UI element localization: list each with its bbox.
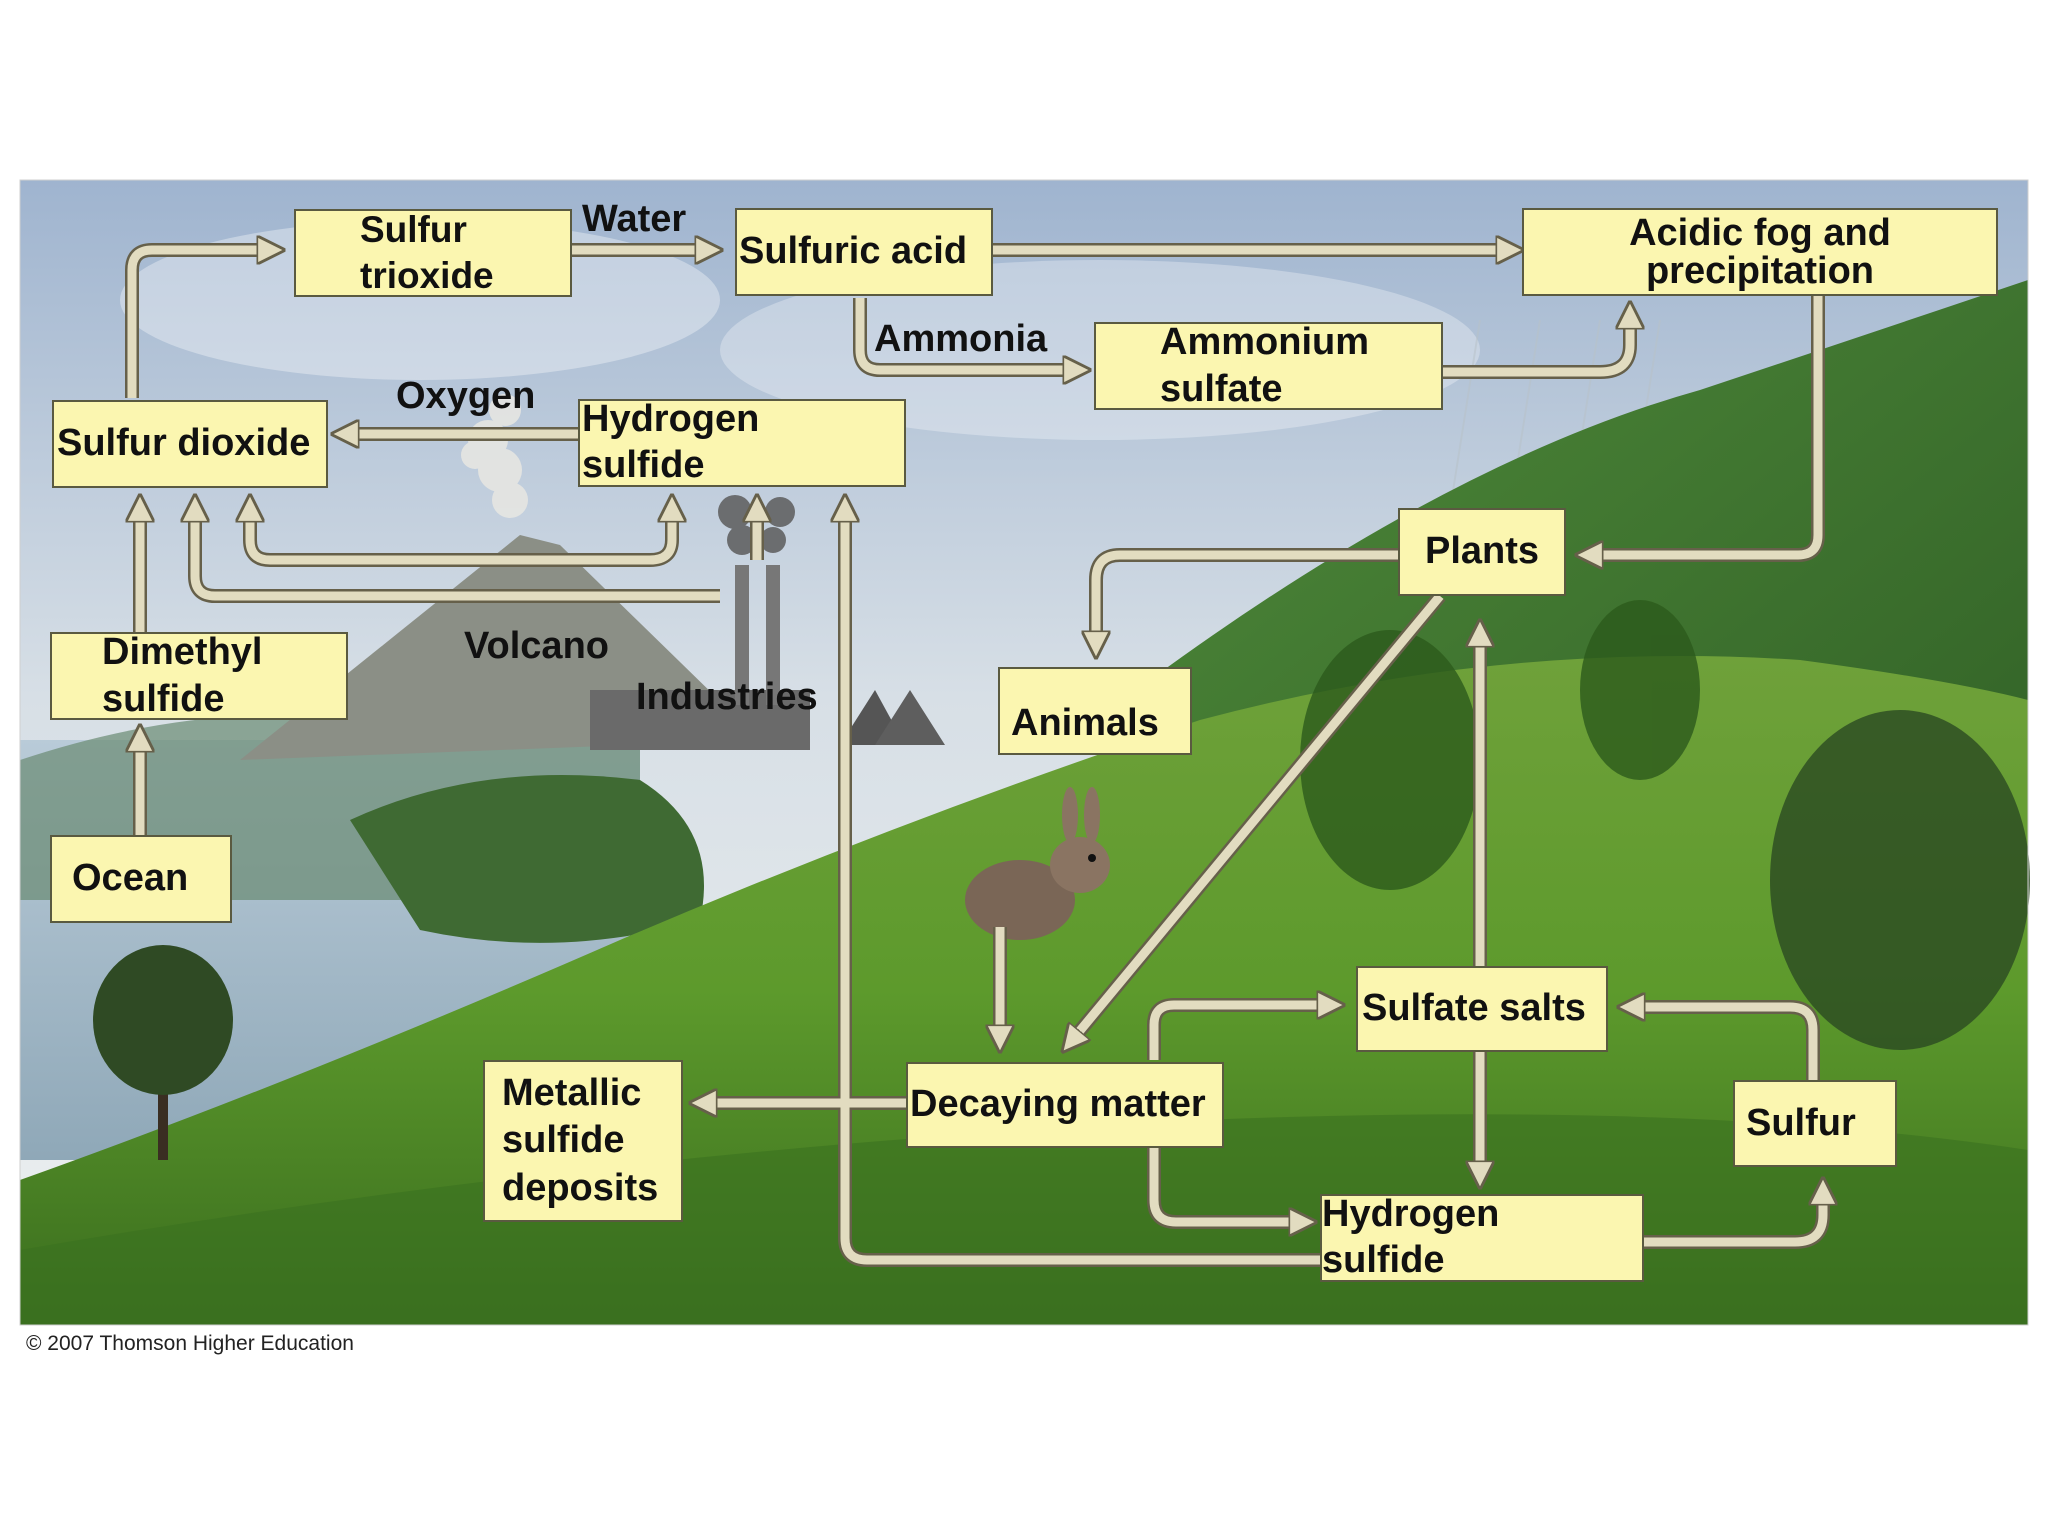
box-sulfate-salts: Sulfate salts — [1356, 966, 1608, 1052]
box-sulfuric-acid: Sulfuric acid — [735, 208, 993, 296]
box-sulfur: Sulfur — [1733, 1080, 1897, 1167]
box-ammonium-sulfate: Ammonium sulfate — [1094, 321, 1443, 410]
label-industries: Industries — [636, 676, 818, 718]
box-metallic-sulfide-deposits: Metallic sulfide deposits — [483, 1060, 683, 1222]
label-water: Water — [582, 198, 687, 240]
box-hydrogen-sulfide-bottom: Hydrogen sulfide — [1320, 1193, 1644, 1282]
box-sulfur-dioxide: Sulfur dioxide — [52, 400, 328, 488]
tree-left — [93, 945, 233, 1160]
box-animals: Animals — [998, 667, 1192, 755]
box-hydrogen-sulfide-top: Hydrogen sulfide — [578, 398, 906, 487]
box-sulfur-trioxide: Sulfur trioxide — [294, 209, 572, 297]
copyright-credit: © 2007 Thomson Higher Education — [26, 1332, 354, 1355]
label-ammonia: Ammonia — [874, 318, 1048, 360]
box-acidic-fog-precipitation: Acidic fog and precipitation — [1522, 208, 1998, 296]
cycle-arrows — [125, 250, 1823, 1267]
rabbit — [965, 787, 1110, 940]
box-decaying-matter: Decaying matter — [906, 1062, 1224, 1148]
box-ocean: Ocean — [50, 835, 232, 923]
shrubs-right — [1300, 600, 2030, 1050]
label-oxygen: Oxygen — [396, 375, 536, 417]
box-plants: Plants — [1398, 508, 1566, 596]
box-dimethyl-sulfide: Dimethyl sulfide — [50, 631, 348, 720]
label-volcano: Volcano — [464, 625, 609, 667]
